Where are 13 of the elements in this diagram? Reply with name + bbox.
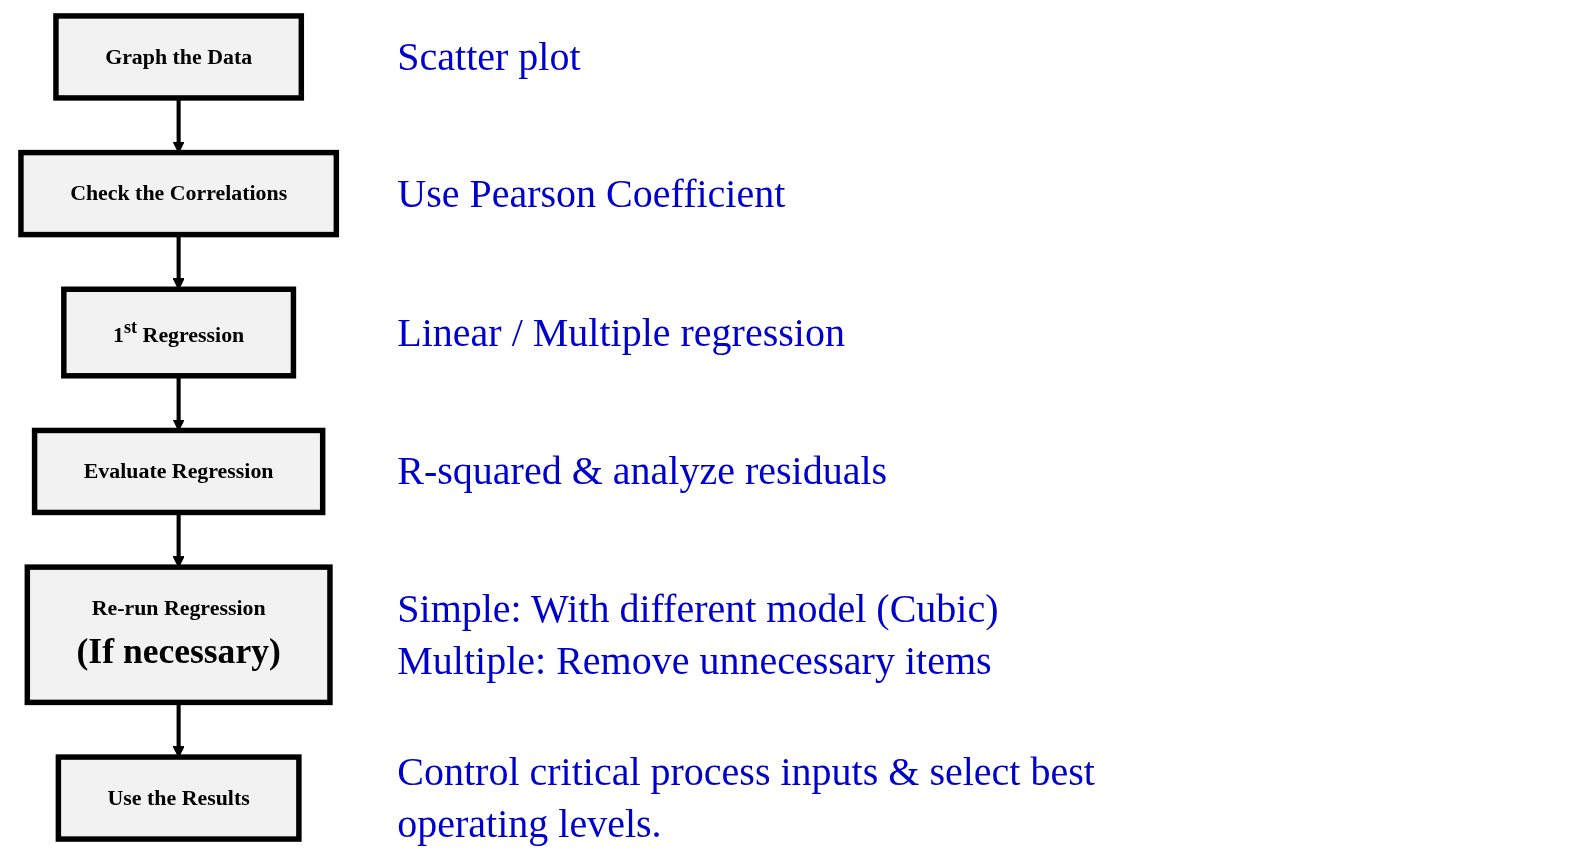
process-box: Re-run Regression (If necessary)	[24, 564, 333, 706]
process-box: Evaluate Regression	[31, 427, 326, 516]
process-box: Use the Results	[55, 754, 302, 842]
process-box: 1$^{st}$ Regression	[61, 286, 297, 379]
annotation-text: Simple: With different model (Cubic)	[397, 584, 999, 633]
annotation-text: Control critical process inputs & select best operating levels.	[397, 748, 1096, 849]
process-box: Check the Correlations	[18, 149, 340, 238]
annotation-text: Use Pearson Coefficient	[397, 169, 786, 218]
annotation-text: Multiple: Remove unnecessary items	[397, 636, 992, 685]
annotation-text: Linear / Multiple regression	[397, 308, 845, 357]
annotation-text: Scatter plot	[397, 32, 581, 81]
annotation-text: R-squared & analyze residuals	[397, 447, 888, 496]
process-box: Graph the Data	[53, 13, 305, 101]
